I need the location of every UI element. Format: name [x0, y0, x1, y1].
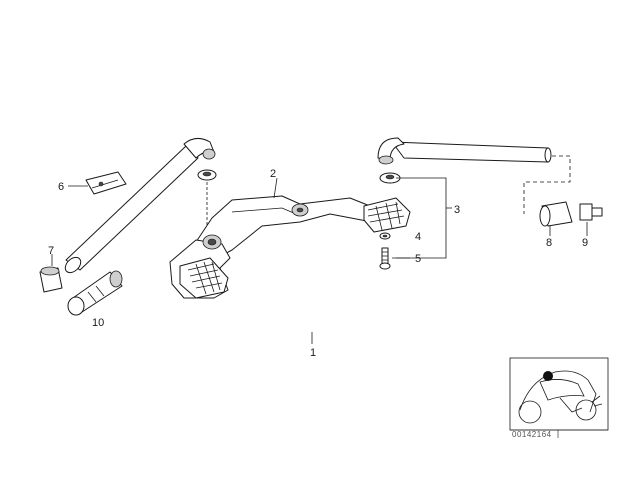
location-inset: 00142164: [509, 357, 609, 439]
callout-labels: 1 2 3 4 5 6 7 8 9 10: [48, 168, 588, 359]
callout-3: 3: [454, 204, 460, 216]
callout-2: 2: [270, 168, 276, 180]
callout-4: 4: [415, 231, 421, 243]
callout-8: 8: [546, 237, 552, 249]
callout-bracket-3: [396, 177, 452, 259]
left-handle-tube: [64, 138, 216, 274]
callout-10: 10: [92, 317, 104, 329]
right-handle-tube: [377, 137, 552, 165]
callout-5: 5: [415, 253, 421, 265]
washer-part-4: [379, 232, 391, 240]
clip-part-6: [85, 171, 127, 195]
callout-1: 1: [310, 347, 316, 359]
bolt-part-5: [379, 247, 391, 270]
dashed-guide: [523, 155, 571, 214]
front-wheel: [518, 400, 542, 424]
callout-7: 7: [48, 245, 54, 257]
end-cap-part-8: [539, 201, 573, 227]
leader-lines: [51, 177, 588, 344]
footpeg-left: [179, 257, 229, 299]
nut-left: [197, 169, 217, 225]
inset-code: 00142164: [512, 430, 552, 439]
bushing-part-7: [39, 266, 63, 293]
callout-9: 9: [582, 237, 588, 249]
grip-sleeve-part-10: [67, 270, 123, 316]
location-marker-dot: [543, 371, 553, 381]
screw-part-9: [579, 203, 603, 221]
motorcycle-outline: [519, 370, 597, 413]
nut-right: [379, 172, 401, 184]
callout-6: 6: [58, 181, 64, 193]
footpeg-right: [363, 197, 411, 233]
